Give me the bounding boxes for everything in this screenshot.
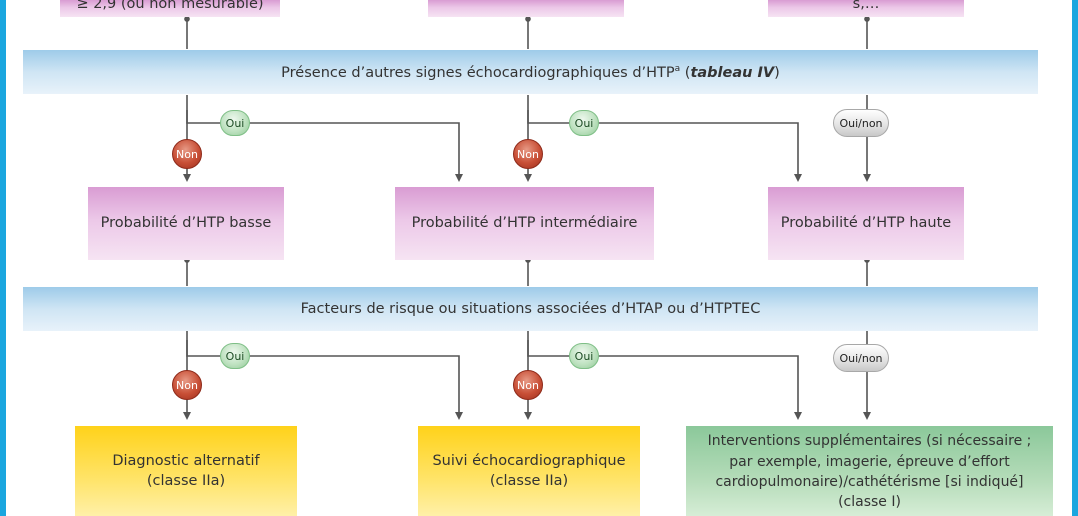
band-echo-signs-paren-close: ) (774, 64, 780, 81)
table-reference: tableau IV (690, 64, 775, 81)
oui-non-badge-1: Oui/non (833, 109, 889, 137)
non-badge-4: Non (513, 370, 543, 400)
non-badge-3: Non (172, 370, 202, 400)
outcome-interventions-line3: cardiopulmonaire)/cathétérisme [si indiq… (715, 474, 1024, 490)
probability-low-box: Probabilité d’HTP basse (88, 187, 284, 260)
outcome-echo-followup: Suivi échocardiographique (classe IIa) (418, 426, 640, 516)
probability-low-label: Probabilité d’HTP basse (100, 215, 272, 232)
band-echo-signs-text: Présence d’autres signes échocardiograph… (281, 64, 675, 81)
probability-intermediate-box: Probabilité d’HTP intermédiaire (395, 187, 654, 260)
band-echo-signs: Présence d’autres signes échocardiograph… (23, 50, 1038, 94)
oui-non-badge-2: Oui/non (833, 344, 889, 372)
band-echo-signs-label: Présence d’autres signes échocardiograph… (281, 64, 780, 81)
oui-badge-1: Oui (220, 110, 250, 136)
footnote-marker: a (674, 63, 681, 74)
outcome-echo-followup-class: (classe IIa) (489, 473, 569, 489)
probability-high-box: Probabilité d’HTP haute (768, 187, 964, 260)
outcome-echo-followup-title: Suivi échocardiographique (432, 452, 626, 469)
probability-intermediate-label: Probabilité d’HTP intermédiaire (411, 215, 638, 232)
non-badge-2: Non (513, 139, 543, 169)
top-box-left: ≥ 2,9 (ou non mesurable) (60, 0, 280, 17)
outcome-interventions-line1: Interventions supplémentaires (si nécess… (707, 433, 1032, 450)
band-risk-factors-label: Facteurs de risque ou situations associé… (300, 301, 761, 317)
oui-badge-3: Oui (220, 343, 250, 369)
oui-badge-4: Oui (569, 343, 599, 369)
top-box-right: s,… (768, 0, 964, 17)
outcome-interventions-line2: par exemple, imagerie, épreuve d’effort (729, 453, 1010, 470)
band-echo-signs-paren-open: ( (680, 64, 691, 81)
oui-badge-2: Oui (569, 110, 599, 136)
top-box-right-label: s,… (852, 0, 880, 12)
outcome-alternative-diagnosis-class: (classe IIa) (146, 473, 226, 489)
outcome-interventions-class: (classe I) (838, 494, 901, 511)
outcome-additional-interventions: Interventions supplémentaires (si nécess… (686, 426, 1053, 516)
probability-high-label: Probabilité d’HTP haute (780, 215, 952, 232)
flowchart-canvas: ≥ 2,9 (ou non mesurable) s,… Présence d’… (6, 0, 1072, 516)
top-box-middle (428, 0, 624, 17)
outcome-alternative-diagnosis: Diagnostic alternatif (classe IIa) (75, 426, 297, 516)
top-box-left-label: ≥ 2,9 (ou non mesurable) (76, 0, 264, 12)
non-badge-1: Non (172, 139, 202, 169)
outcome-alternative-diagnosis-title: Diagnostic alternatif (112, 452, 260, 469)
band-risk-factors: Facteurs de risque ou situations associé… (23, 287, 1038, 331)
